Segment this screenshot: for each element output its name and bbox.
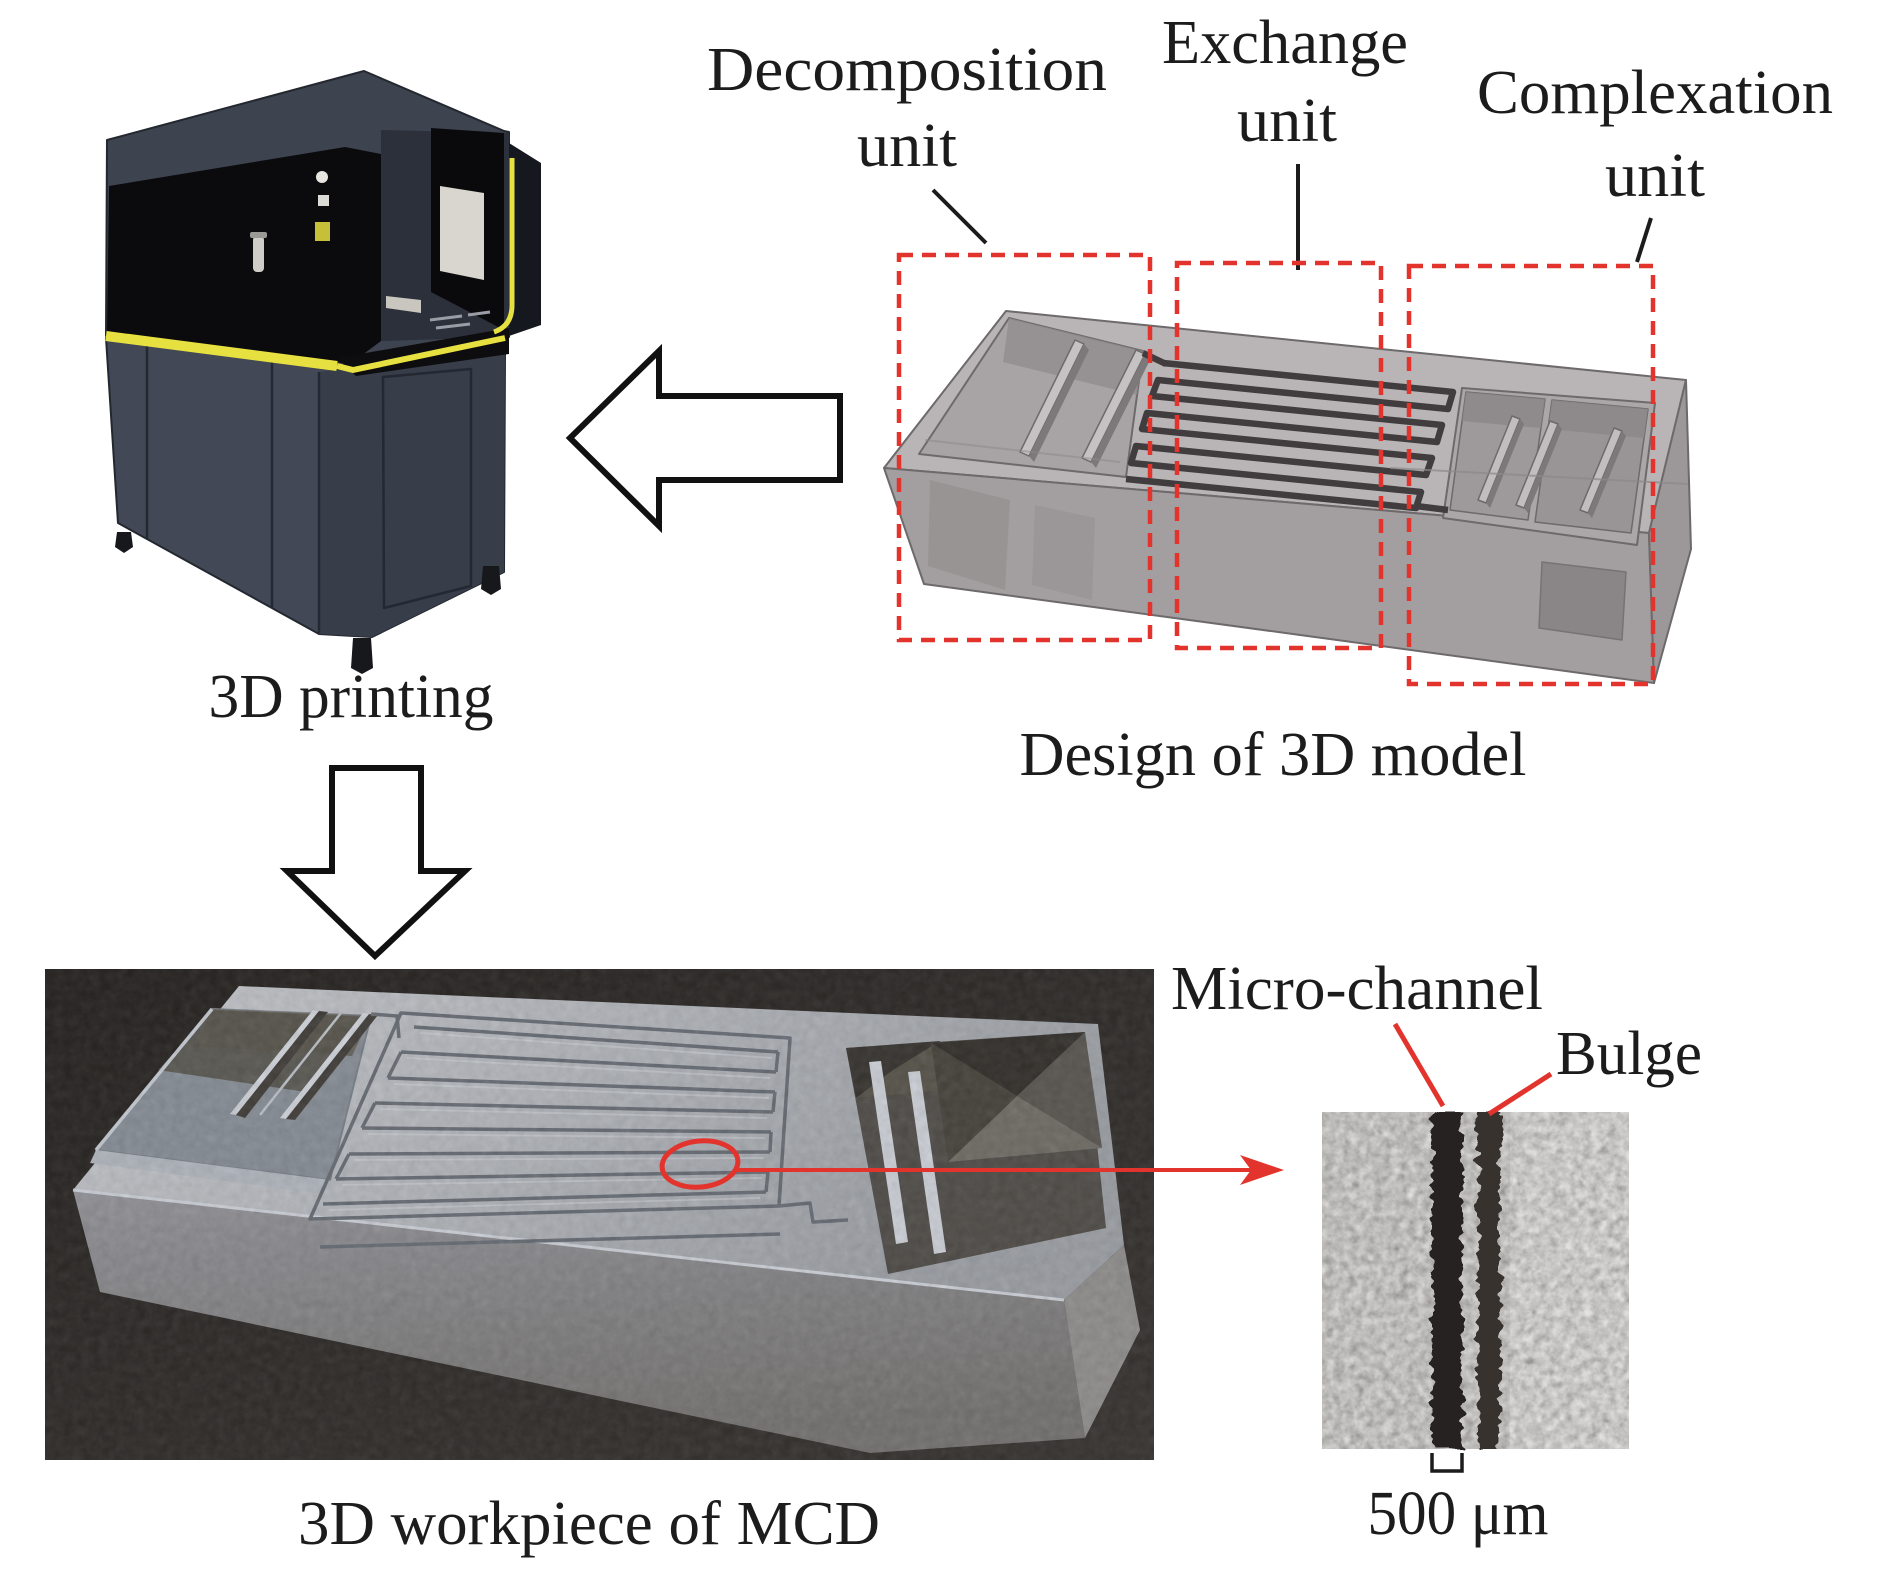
svg-text:unit: unit — [857, 112, 957, 180]
svg-text:Design of 3D model: Design of 3D model — [1020, 721, 1527, 789]
svg-text:3D workpiece of MCD: 3D workpiece of MCD — [298, 1490, 880, 1558]
svg-text:500 μm: 500 μm — [1368, 1480, 1549, 1548]
svg-text:Micro-channel: Micro-channel — [1171, 955, 1543, 1023]
svg-text:Decomposition: Decomposition — [707, 36, 1107, 104]
svg-text:unit: unit — [1237, 87, 1337, 155]
svg-text:Bulge: Bulge — [1556, 1020, 1702, 1088]
svg-text:3D printing: 3D printing — [209, 663, 494, 731]
svg-text:Complexation: Complexation — [1477, 59, 1833, 127]
svg-text:unit: unit — [1605, 142, 1705, 210]
svg-text:Exchange: Exchange — [1162, 9, 1408, 77]
